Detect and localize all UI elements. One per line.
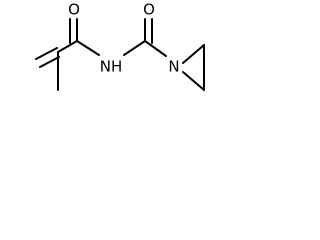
atom-n-label: N [168,58,179,76]
atom-nh-label: NH [100,58,123,76]
bond-c3-nh [76,40,100,56]
bond-c1-c2 [35,47,58,60]
bond-c4-n [144,40,167,57]
bond-c2-c3 [57,40,78,53]
molecule-structure: O NH O N [35,1,205,91]
bond-nh-c4 [123,40,146,56]
bond-c1-c2-double [39,56,60,68]
atom-o2-label: O [143,1,155,19]
atom-o1-label: O [68,1,80,19]
bond-n-ring-top [182,44,205,64]
molecule-structure-canvas: O NH O N [0,0,224,112]
bond-n-ring-bottom [182,71,205,91]
